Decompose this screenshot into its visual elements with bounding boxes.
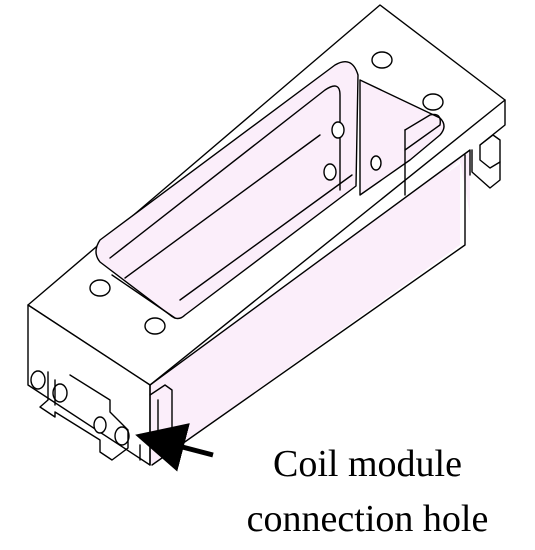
- right-end-slot-inner: [479, 134, 501, 163]
- pocket-floor-line: [124, 134, 353, 301]
- pocket-hole-2: [323, 163, 337, 181]
- right-side-face-shape: [150, 150, 472, 465]
- pocket-bottom-rim: [111, 274, 176, 319]
- top-hole-2: [422, 93, 444, 111]
- top-hole-4: [144, 317, 166, 335]
- top-hole-3: [89, 279, 111, 297]
- front-hole-1: [30, 370, 46, 390]
- small-pocket-wall: [404, 113, 441, 196]
- annotation-line-1: Coil module: [273, 443, 462, 485]
- front-hole-2: [52, 383, 68, 403]
- front-hole-3: [93, 416, 107, 434]
- long-pocket: [95, 61, 359, 320]
- pocket-hole-3: [370, 155, 382, 171]
- front-slot: [39, 371, 129, 461]
- annotation-line-2: connection hole: [246, 498, 489, 540]
- callout-arrow: [135, 423, 214, 472]
- pocket-inner-edge: [109, 85, 341, 259]
- right-face-outline: [149, 149, 471, 466]
- top-hole-1: [371, 51, 393, 69]
- pocket-hole-1: [331, 121, 345, 139]
- coil-module-connection-hole: [114, 426, 130, 446]
